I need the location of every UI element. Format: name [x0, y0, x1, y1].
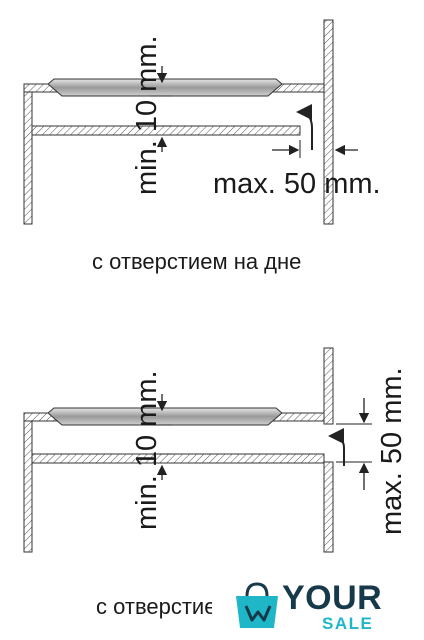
airflow-arrow — [296, 104, 313, 150]
wall-right-upper — [323, 347, 334, 425]
logo-text-sale: SALE — [322, 614, 373, 633]
shelf — [31, 125, 301, 136]
min-gap-label: min. 10 mm. — [131, 35, 163, 195]
cabinet-side — [23, 87, 33, 225]
diagram-top: min. 10 mm. max. 50 mm. — [23, 19, 381, 225]
max-gap-label: max. 50 mm. — [376, 367, 408, 535]
shelf — [31, 453, 325, 464]
min-gap-dimension — [150, 66, 172, 152]
airflow-arrow — [328, 428, 345, 466]
min-gap-dimension — [150, 394, 172, 480]
hob — [47, 78, 283, 97]
wall-right-lower — [323, 461, 334, 553]
caption-top: с отверстием на дне — [92, 249, 301, 274]
wall-right — [323, 19, 334, 225]
logo-text-your: YOUR — [282, 579, 382, 617]
max-gap-dimension — [272, 140, 358, 158]
min-gap-label: min. 10 mm. — [131, 370, 163, 530]
caption-bottom: с отверстием — [96, 594, 232, 619]
cabinet-side — [23, 419, 33, 553]
max-gap-dimension — [336, 398, 372, 490]
hob — [47, 407, 283, 426]
diagram-bottom: min. 10 mm. max. 50 mm. — [23, 347, 408, 553]
max-gap-label: max. 50 mm. — [213, 168, 381, 200]
shopping-bag-icon — [236, 582, 278, 628]
yoursale-logo: YOUR SALE — [212, 576, 388, 638]
